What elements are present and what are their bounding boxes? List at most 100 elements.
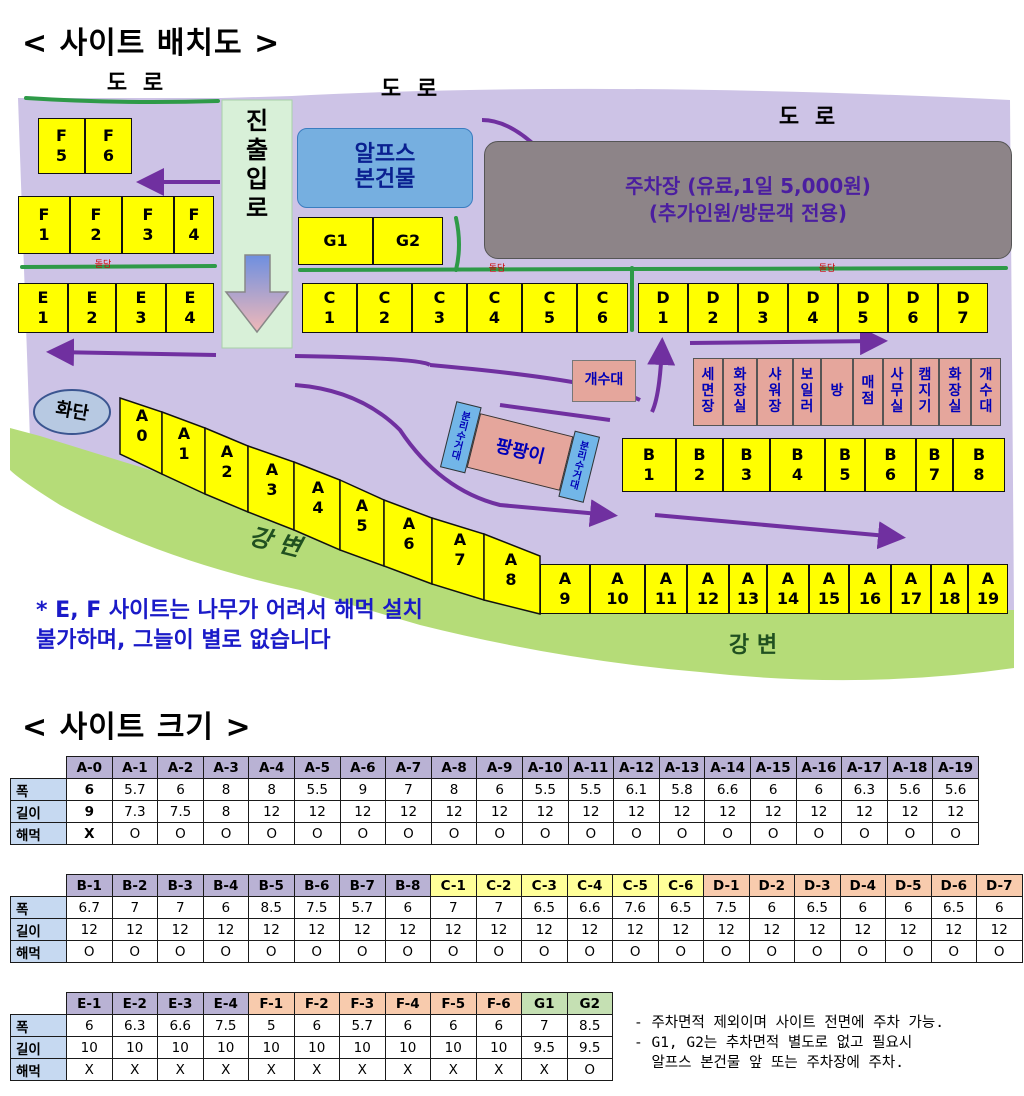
table-cell: 12 xyxy=(111,918,158,941)
table-cell: O xyxy=(111,940,158,963)
table-cell: 12 xyxy=(202,918,249,941)
table-cell: 5.6 xyxy=(886,778,934,801)
table-header-cell: A-12 xyxy=(613,756,660,779)
site-E3: E 3 xyxy=(116,283,166,333)
table-header-cell: A-17 xyxy=(841,756,888,779)
entrance-arrow xyxy=(224,254,290,334)
table-header-cell: A-8 xyxy=(430,756,478,779)
site-A4: A 4 xyxy=(311,478,325,517)
table-cell: O xyxy=(248,940,295,963)
site-D2: D 2 xyxy=(688,283,738,333)
size-table-efg: E-1 E-2 E-3 E-4 F-1 F-2 F-3 F-4 F-5 F-6 … xyxy=(10,992,613,1081)
table-header-cell: F-5 xyxy=(430,992,477,1015)
facility-caretaker: 캠 지 기 xyxy=(911,358,939,426)
table-cell: 5.5 xyxy=(293,778,341,801)
table-row-hammock: 해먹 X O O O O O O O O O O O O O O O O O O… xyxy=(10,822,979,845)
site-A2: A 2 xyxy=(220,442,234,481)
road-label-west: 도 로 xyxy=(106,70,168,96)
site-F6: F 6 xyxy=(85,118,132,174)
table-cell: O xyxy=(384,940,431,963)
table-cell: 12 xyxy=(749,800,797,823)
table-header-cell: E-1 xyxy=(66,992,113,1015)
table-header-cell: A-9 xyxy=(476,756,523,779)
table-header-cell: A-5 xyxy=(293,756,341,779)
size-title: < 사이트 크기 > xyxy=(22,710,252,745)
table-header-cell: A-13 xyxy=(658,756,706,779)
site-A8: A 8 xyxy=(504,550,518,589)
table-header-cell: C-3 xyxy=(521,874,568,897)
table-cell: 12 xyxy=(704,800,751,823)
table-header-cell: A-6 xyxy=(339,756,387,779)
table-cell: 7 xyxy=(111,896,158,919)
table-cell: 6 xyxy=(475,1014,522,1037)
table-cell: 8.5 xyxy=(566,1014,613,1037)
table-cell: O xyxy=(930,940,977,963)
site-A14: A 14 xyxy=(767,564,809,614)
table-header-cell: B-6 xyxy=(293,874,340,897)
table-cell: O xyxy=(385,822,432,845)
table-cell: 5.6 xyxy=(932,778,979,801)
table-header-cell: A-11 xyxy=(567,756,615,779)
table-header-cell: A-10 xyxy=(521,756,569,779)
fence-label: 돌담 xyxy=(94,259,112,270)
table-cell: 12 xyxy=(430,918,477,941)
table-header-cell: F-6 xyxy=(475,992,522,1015)
table-cell: 6 xyxy=(795,778,843,801)
table-header-cell: C-6 xyxy=(657,874,704,897)
table-cell: 6 xyxy=(384,896,431,919)
table-cell: O xyxy=(521,822,569,845)
table-cell: 12 xyxy=(248,918,295,941)
table-cell: O xyxy=(749,822,797,845)
table-cell: 10 xyxy=(157,1036,204,1059)
fence-label: 돌담 xyxy=(488,263,506,274)
table-header-cell: A-0 xyxy=(66,756,113,779)
table-cell: 9.5 xyxy=(521,1036,568,1059)
table-header-cell: A-7 xyxy=(385,756,432,779)
table-header-cell: E-4 xyxy=(202,992,249,1015)
table-cell: 12 xyxy=(293,918,340,941)
site-A3: A 3 xyxy=(265,460,279,499)
table-cell: 10 xyxy=(202,1036,249,1059)
table-cell: 9.5 xyxy=(566,1036,613,1059)
table-cell: 6.5 xyxy=(521,896,568,919)
table-cell: 6.6 xyxy=(157,1014,204,1037)
table-cell: X xyxy=(521,1058,568,1081)
table-cell: O xyxy=(613,822,660,845)
table-cell: O xyxy=(339,822,387,845)
table-cell: 10 xyxy=(111,1036,158,1059)
table-row-length: 길이 12 12 12 12 12 12 12 12 12 12 12 12 1… xyxy=(10,918,1023,941)
table-header-cell: B-7 xyxy=(339,874,386,897)
table-cell: 10 xyxy=(66,1036,113,1059)
table-header-cell: D-5 xyxy=(885,874,932,897)
water-sink: 개수대 xyxy=(572,360,636,402)
site-C6: C 6 xyxy=(577,283,628,333)
table-cell: 6 xyxy=(202,896,249,919)
table-cell: 6.5 xyxy=(657,896,704,919)
site-A6: A 6 xyxy=(402,514,416,553)
table-header-cell: D-7 xyxy=(976,874,1023,897)
table-cell: 10 xyxy=(384,1036,431,1059)
table-header-cell: A-19 xyxy=(932,756,979,779)
table-cell: 5.7 xyxy=(339,1014,386,1037)
table-cell: 12 xyxy=(339,918,386,941)
facility-store: 매 점 xyxy=(853,358,883,426)
table-cell: 12 xyxy=(430,800,478,823)
facility-toilet: 화 장 실 xyxy=(723,358,757,426)
table-header-cell: B-5 xyxy=(248,874,295,897)
table-header-cell: C-1 xyxy=(430,874,477,897)
table-header-cell: A-18 xyxy=(886,756,934,779)
table-cell: O xyxy=(658,822,706,845)
table-cell: 5.7 xyxy=(111,778,159,801)
table-cell: 7.5 xyxy=(703,896,750,919)
site-B3: B 3 xyxy=(723,438,770,492)
table-header-row: E-1 E-2 E-3 E-4 F-1 F-2 F-3 F-4 F-5 F-6 … xyxy=(10,992,613,1015)
table-cell: 6 xyxy=(885,896,932,919)
table-cell: O xyxy=(657,940,704,963)
table-cell: 12 xyxy=(841,800,888,823)
table-cell: X xyxy=(157,1058,204,1081)
table-cell: X xyxy=(202,1058,249,1081)
table-cell: 6.3 xyxy=(111,1014,158,1037)
table-row-hammock: 해먹 O O O O O O O O O O O O O O O O O O O… xyxy=(10,940,1023,963)
site-B1: B 1 xyxy=(622,438,676,492)
table-cell: 5.5 xyxy=(567,778,615,801)
